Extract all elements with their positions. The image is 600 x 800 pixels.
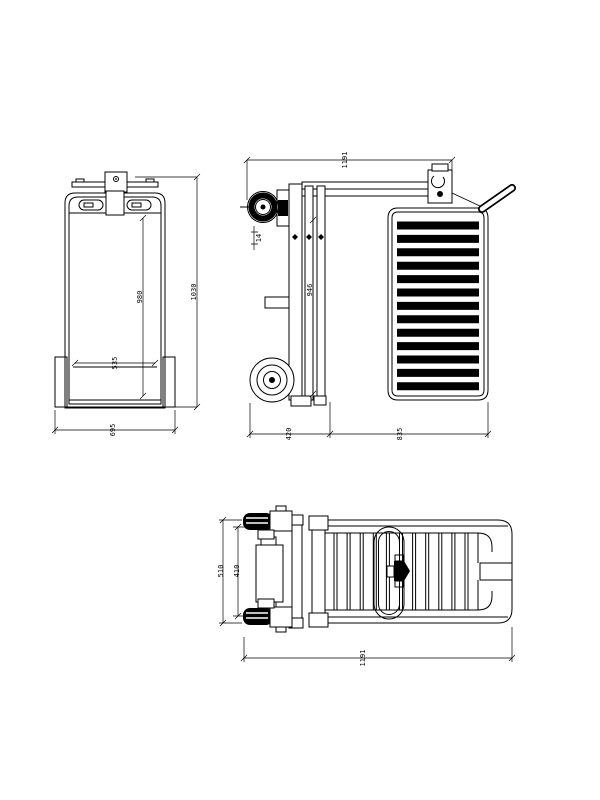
- side-caster-mount-pad: [278, 200, 288, 216]
- side-post-fasteners: [292, 234, 324, 240]
- front-bracket-hole-icon: [113, 176, 119, 182]
- side-grip-link: [451, 192, 483, 208]
- top-latch-catch: [386, 565, 395, 578]
- front-overall-width-label: 695: [109, 424, 117, 437]
- side-caster-detail-label: 14: [255, 234, 263, 242]
- front-latches: [78, 199, 152, 211]
- top-wheel-upper-bracket: [269, 510, 293, 532]
- top-body-box: [255, 544, 284, 603]
- side-front-section-label: 420: [285, 428, 293, 441]
- side-foot-b: [313, 395, 327, 406]
- side-caster-pin: [260, 204, 266, 210]
- top-view: 510 410 1191: [217, 505, 516, 667]
- side-main-wheel-rim: [256, 364, 288, 396]
- top-latch-body: [394, 561, 410, 581]
- side-mid-bracket: [264, 296, 290, 309]
- top-post-b: [311, 515, 326, 628]
- side-overall-length-label: 1191: [341, 152, 349, 169]
- side-foot-a: [290, 395, 312, 407]
- front-inner-height-label: 980: [136, 291, 144, 304]
- top-latch-tab-a: [394, 554, 404, 562]
- top-wheel-lower-arm: [257, 598, 275, 609]
- front-inner-width-label: 535: [111, 357, 119, 370]
- top-wheel-upper-arm: [257, 529, 275, 540]
- top-dimension-lines: [219, 516, 516, 662]
- side-bracket-pin: [437, 191, 443, 197]
- side-grip-highlight: [479, 185, 515, 212]
- side-post-a: [288, 183, 303, 401]
- top-latch-tab-b: [394, 580, 404, 588]
- front-overall-height-label: 1030: [190, 284, 198, 301]
- side-handle-bracket-flange: [431, 163, 449, 172]
- side-handle-bracket: [427, 169, 453, 204]
- top-wheel-lower-bracket: [269, 606, 293, 628]
- top-wheel-upper-bolt: [275, 505, 287, 512]
- front-center-block: [105, 190, 125, 216]
- side-post-height-label: 946: [306, 284, 314, 297]
- top-right-crossbar: [479, 562, 513, 581]
- top-wheel-upper-slits: [246, 517, 268, 524]
- top-post-a: [291, 515, 303, 628]
- top-wheel-lower-icon: [243, 608, 273, 625]
- top-wheel-lower-bolt: [275, 626, 287, 633]
- top-wheel-lower-slits: [246, 612, 268, 619]
- side-deck-outline: [387, 207, 489, 401]
- side-view: 1191 14 946 420 835: [240, 152, 516, 441]
- side-bracket-hook: [430, 175, 445, 189]
- side-dimension-lines: [243, 156, 492, 438]
- front-view: 980 535 1030 695: [51, 171, 201, 437]
- top-overall-width-label: 510: [217, 565, 225, 578]
- top-post-cap-top: [308, 515, 329, 531]
- top-wheel-upper-icon: [243, 513, 273, 530]
- top-post-cap-bottom: [308, 612, 329, 628]
- top-overall-length-label: 1191: [359, 650, 367, 667]
- side-caster-tire: [248, 192, 278, 222]
- side-caster-wheel-icon: [247, 191, 279, 223]
- side-deck-slats: [397, 221, 479, 391]
- side-deck-length-label: 835: [396, 428, 404, 441]
- side-main-wheel-pin: [269, 377, 275, 383]
- top-inner-width-label: 410: [233, 565, 241, 578]
- front-bracket-pin-icon: [115, 178, 117, 180]
- front-dimension-lines: [51, 173, 201, 434]
- side-post-c: [316, 185, 326, 401]
